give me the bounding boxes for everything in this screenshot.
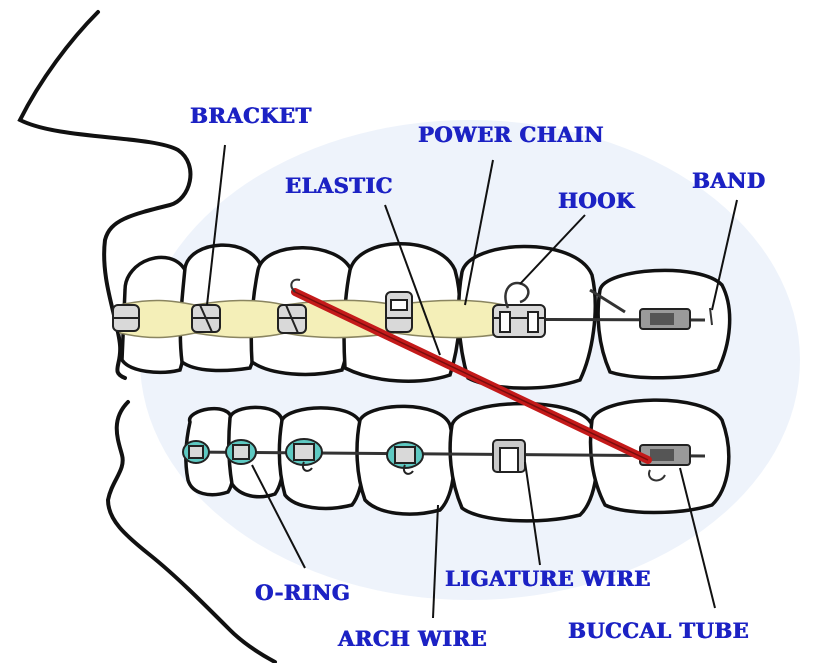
leader-o-ring: [251, 464, 306, 569]
hook-wire: [504, 281, 530, 309]
upper-bracket-3: [277, 304, 307, 334]
leader-ligature-wire: [524, 461, 541, 566]
lower-bracket-1: [182, 440, 210, 464]
leader-elastic: [384, 204, 441, 356]
elastic-band-edge: [294, 291, 649, 461]
label-power-chain: POWER CHAIN: [418, 122, 604, 147]
upper-brackets: [112, 291, 546, 338]
power-chain: [119, 299, 506, 339]
lower-buccal-tube: [639, 444, 691, 482]
leader-band: [711, 199, 738, 311]
label-o-ring: O-RING: [255, 580, 351, 605]
label-band: BAND: [692, 168, 766, 193]
label-bracket: BRACKET: [190, 103, 312, 128]
lower-tooth-3: [277, 406, 366, 511]
label-elastic: ELASTIC: [285, 173, 393, 198]
upper-bracket-4: [385, 291, 413, 333]
face-profile: [17, 10, 193, 380]
lower-bracket-4: [386, 441, 424, 475]
leader-power-chain: [464, 159, 494, 306]
upper-bracket-2: [191, 304, 221, 333]
upper-buccal-tube: [589, 288, 713, 330]
leader-buccal-tube: [679, 467, 716, 609]
leader-bracket: [206, 144, 226, 306]
lower-bracket-3: [285, 438, 323, 472]
lower-bracket-2: [225, 439, 257, 465]
lower-brackets: [182, 438, 526, 475]
label-buccal-tube: BUCCAL TUBE: [568, 618, 750, 643]
label-ligature-wire: LIGATURE WIRE: [445, 566, 651, 591]
upper-teeth: [120, 242, 732, 390]
elastic-hook: [290, 278, 301, 293]
leader-hook: [519, 214, 586, 285]
label-hook: HOOK: [558, 188, 635, 213]
chin-profile: [105, 400, 277, 663]
leader-arch-wire: [432, 504, 439, 619]
lower-bracket-5: [492, 439, 526, 473]
upper-bracket-1: [112, 304, 140, 332]
label-arch-wire: ARCH WIRE: [338, 626, 487, 651]
leader-lines: [206, 144, 738, 619]
upper-bracket-5: [492, 304, 546, 338]
lower-arch-wire: [184, 450, 706, 458]
